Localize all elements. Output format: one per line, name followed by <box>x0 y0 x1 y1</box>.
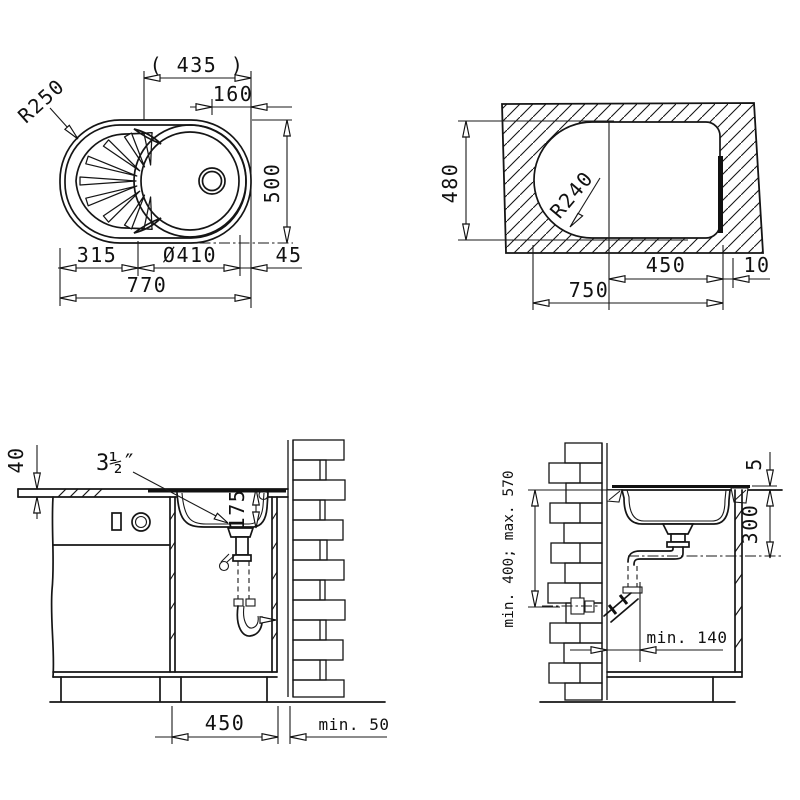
rim-corner-bottom <box>133 217 162 234</box>
dim-500-label: 500 <box>260 163 284 204</box>
fixing-rail <box>718 156 723 233</box>
dimensions-side-section: 5 300 min. 400; max. 570 min. 140 <box>501 452 777 655</box>
dim-5-label: 5 <box>742 457 766 471</box>
adjacent-unit <box>50 496 171 678</box>
dim-450-cutout-label: 450 <box>646 253 687 277</box>
dim-450-cabinet-label: 450 <box>205 711 246 735</box>
bowl-inner-outline <box>140 131 240 231</box>
dim-45-label: 45 <box>275 243 302 267</box>
drain-hole-inner <box>201 170 223 192</box>
bowl-side-inner <box>626 489 727 522</box>
dim-10-label: 10 <box>743 253 770 277</box>
drain-assembly <box>218 527 255 572</box>
break-line <box>50 496 55 678</box>
dim-435-label: ( 435 ) <box>150 53 245 77</box>
drainboard-recess <box>75 132 153 230</box>
dim-315-label: 315 <box>77 243 118 267</box>
dimensions-front-section: 40 3½″ 175 450 min. 50 <box>4 445 389 744</box>
dim-770-label: 770 <box>127 273 168 297</box>
view-front-section: 40 3½″ 175 450 min. 50 <box>4 439 389 744</box>
drain-pipework <box>542 523 782 662</box>
countertop-section-ticks <box>57 488 103 498</box>
trap-pipe <box>233 561 277 637</box>
unit-handle <box>111 512 122 531</box>
unit-knob <box>131 512 151 532</box>
dim-410-label: Ø410 <box>163 243 217 267</box>
dim-750-label: 750 <box>569 278 610 302</box>
bowl-outline <box>133 124 247 238</box>
dim-outlet-range-label: min. 400; max. 570 <box>501 470 517 627</box>
bowl-side-outer <box>621 489 731 525</box>
cabinet-side <box>606 489 743 702</box>
dim-480-label: 480 <box>438 163 462 204</box>
view-side-section: 5 300 min. 400; max. 570 min. 140 <box>501 442 783 703</box>
brick-wall-left-view <box>287 439 346 698</box>
dim-160-label: 160 <box>213 82 254 106</box>
drain-hole <box>198 167 226 195</box>
dimensions-sink-top: ( 435 ) 160 R250 500 315 Ø410 45 770 <box>13 53 302 308</box>
bowl-section-outer <box>176 492 269 528</box>
view-countertop-cutout: 480 R240 450 10 750 <box>438 102 770 310</box>
sink-cabinet <box>52 496 278 702</box>
dim-min140-label: min. 140 <box>646 628 727 647</box>
view-sink-top-plan: ( 435 ) 160 R250 500 315 Ø410 45 770 <box>13 53 302 308</box>
bowl-section-inner <box>181 492 265 525</box>
dim-40-label: 40 <box>4 446 28 473</box>
dim-min50-label: min. 50 <box>319 715 390 734</box>
drain-size-label: 3½″ <box>96 451 136 476</box>
rim-corner-top <box>133 128 162 145</box>
drainboard-grooves <box>79 131 153 231</box>
cabinet-wall-ticks <box>169 511 278 641</box>
brick-wall-right-view <box>547 442 608 701</box>
dim-300-label: 300 <box>738 504 762 545</box>
dim-175-label: 175 <box>225 489 249 530</box>
